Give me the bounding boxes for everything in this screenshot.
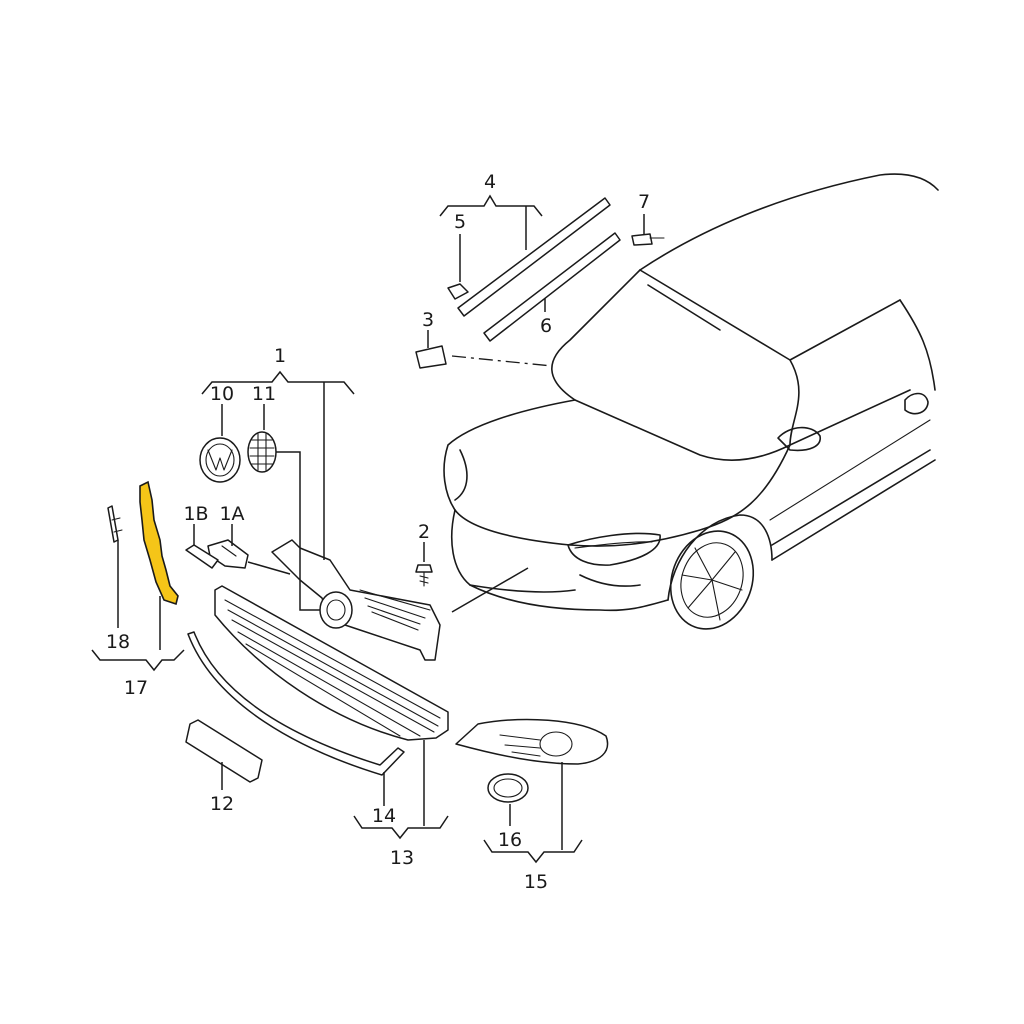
clip-part-5 xyxy=(447,283,469,300)
callout-1: 1 xyxy=(274,345,286,367)
callout-16: 16 xyxy=(498,829,522,851)
callout-7: 7 xyxy=(638,191,650,213)
callout-18: 18 xyxy=(106,631,130,653)
lower-grille-part-13 xyxy=(214,585,449,741)
callout-12: 12 xyxy=(210,793,234,815)
strip-part-18 xyxy=(107,505,123,543)
callout-14: 14 xyxy=(372,805,396,827)
callout-3: 3 xyxy=(422,309,434,331)
screw-part-2 xyxy=(415,564,433,587)
emblem-part-10 xyxy=(199,437,241,483)
bracket-part-3 xyxy=(415,345,447,369)
car-outline xyxy=(443,173,939,630)
callout-2: 2 xyxy=(418,521,430,543)
callout-13: 13 xyxy=(390,847,414,869)
leader-lines xyxy=(91,194,645,864)
callout-11: 11 xyxy=(252,383,276,405)
roof-strip-part-4 xyxy=(457,197,621,342)
callout-17: 17 xyxy=(124,677,148,699)
callout-4: 4 xyxy=(484,171,496,193)
callout-5: 5 xyxy=(454,211,466,233)
ring-part-16 xyxy=(487,773,529,803)
callout-10: 10 xyxy=(210,383,234,405)
callout-1A: 1A xyxy=(219,503,244,525)
part-1B xyxy=(185,544,219,569)
callout-6: 6 xyxy=(540,315,552,337)
fog-cover-part-15 xyxy=(455,718,609,765)
trim-strip-part-14 xyxy=(187,631,405,776)
bracket-part-17 xyxy=(139,480,179,606)
callout-15: 15 xyxy=(524,871,548,893)
leader-3-car xyxy=(451,355,553,367)
callout-labels: 1 1A 1B 2 3 4 5 6 7 10 11 12 13 14 15 16… xyxy=(106,171,650,893)
upper-grille-part-1 xyxy=(271,539,441,661)
grille-mesh-part-11 xyxy=(247,431,277,473)
callout-1B: 1B xyxy=(183,503,208,525)
screw-part-7 xyxy=(631,233,665,246)
plate-base-part-12 xyxy=(185,719,263,783)
